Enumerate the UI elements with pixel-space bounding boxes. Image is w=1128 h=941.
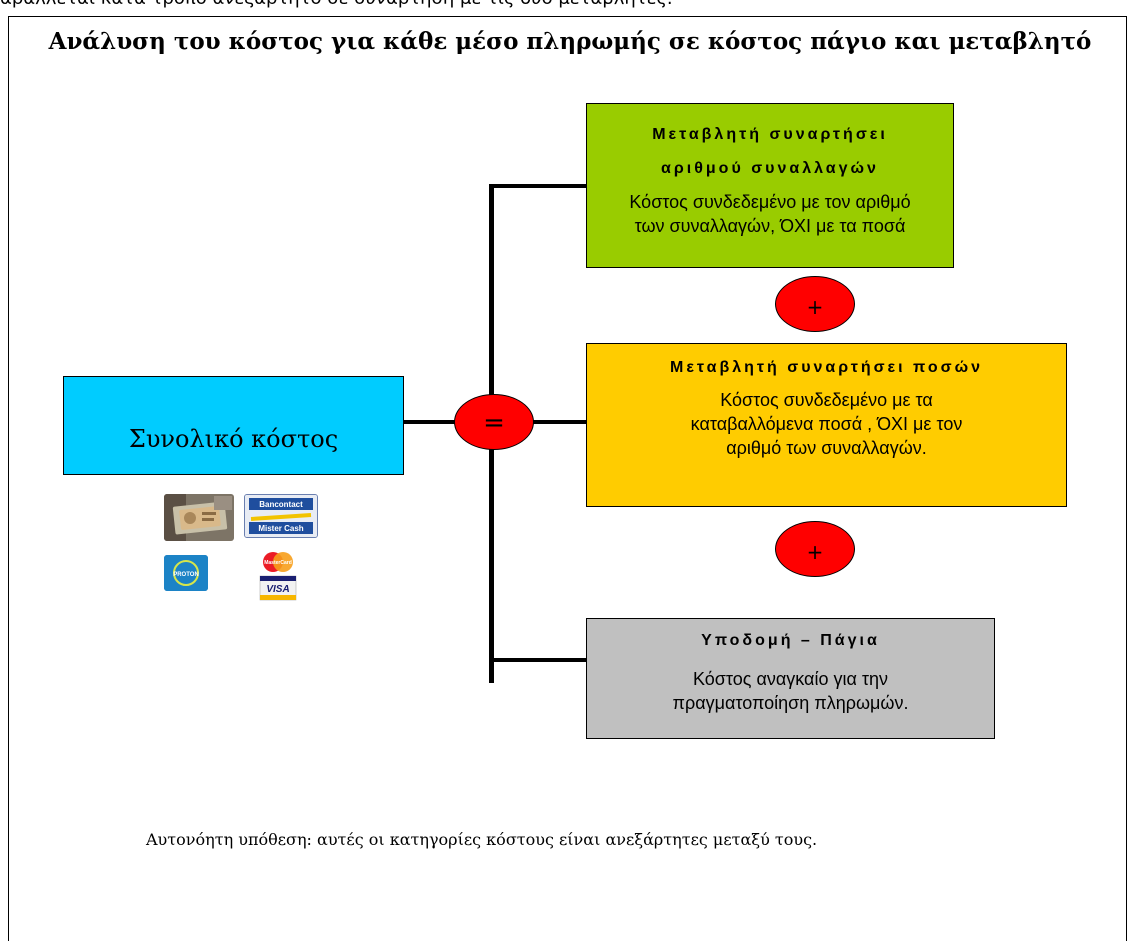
diagram-frame: [8, 16, 1127, 941]
vertical-bus-upper: [489, 184, 494, 396]
total-cost-box: Συνολικό κόστος: [63, 376, 404, 475]
amounts-desc-line-3: αριθμό των συναλλαγών.: [726, 438, 927, 458]
bancontact-logo: Bancontact Mister Cash: [244, 494, 318, 538]
transactions-title-line-1: Μεταβλητή συναρτήσει: [652, 126, 888, 143]
mistercash-text: Mister Cash: [258, 524, 303, 533]
bancontact-text: Bancontact: [259, 500, 303, 509]
transactions-desc-line-2: των συναλλαγών, ΌΧΙ με τα ποσά: [634, 216, 906, 236]
visa-text: VISA: [266, 584, 289, 595]
transactions-cost-description: Κόστος συνδεδεμένο με τον αριθμό των συν…: [587, 190, 953, 238]
fixed-cost-description: Κόστος αναγκαίο για την πραγματοποίηση π…: [587, 667, 994, 715]
transactions-cost-title: Μεταβλητή συναρτήσει αριθμού συναλλαγών: [587, 118, 953, 186]
mastercard-visa-logo: MasterCard VISA: [256, 548, 300, 602]
amounts-cost-description: Κόστος συνδεδεμένο με τα καταβαλλόμενα π…: [587, 388, 1066, 460]
payment-methods-logos: Bancontact Mister Cash PROTON MasterCard: [128, 484, 348, 608]
proton-text: PROTON: [173, 572, 199, 578]
transactions-title-line-2: αριθμού συναλλαγών: [661, 160, 879, 177]
diagram-title: Ανάλυση του κόστος για κάθε μέσο πληρωμή…: [48, 28, 1092, 55]
amounts-desc-line-2: καταβαλλόμενα ποσά , ΌΧΙ με τον: [690, 414, 963, 434]
transactions-cost-box: Μεταβλητή συναρτήσει αριθμού συναλλαγών …: [586, 103, 954, 268]
amounts-cost-box: Μεταβλητή συναρτήσει ποσών Κόστος συνδεδ…: [586, 343, 1067, 507]
proton-logo: PROTON: [164, 555, 208, 591]
cut-off-header-text: αραλλεται κατα τροπο ανεξαρτητο σε συναρ…: [0, 0, 673, 9]
total-cost-label: Συνολικό κόστος: [128, 425, 339, 453]
transactions-desc-line-1: Κόστος συνδεδεμένο με τον αριθμό: [629, 192, 911, 212]
fixed-desc-line-2: πραγματοποίηση πληρωμών.: [672, 693, 909, 713]
vertical-bus-lower: [489, 449, 494, 683]
connector-equals-to-amounts: [533, 420, 587, 424]
footnote-assumption: Αυτονόητη υπόθεση: αυτές οι κατηγορίες κ…: [146, 830, 818, 849]
plus-operator-1: +: [775, 276, 855, 332]
equals-operator: =: [454, 394, 534, 450]
fixed-cost-box: Υποδομή – Πάγια Κόστος αναγκαίο για την …: [586, 618, 995, 739]
plus-operator-2: +: [775, 521, 855, 577]
amounts-desc-line-1: Κόστος συνδεδεμένο με τα: [720, 390, 933, 410]
mastercard-text: MasterCard: [264, 560, 292, 566]
connector-bus-to-transactions: [489, 184, 587, 188]
fixed-desc-line-1: Κόστος αναγκαίο για την: [693, 669, 888, 689]
amounts-cost-title: Μεταβλητή συναρτήσει ποσών: [670, 359, 983, 376]
cash-banknotes-photo: [164, 494, 234, 541]
connector-bus-to-fixed: [489, 658, 587, 662]
connector-total-to-equals: [404, 420, 456, 424]
fixed-cost-title: Υποδομή – Πάγια: [701, 632, 880, 649]
